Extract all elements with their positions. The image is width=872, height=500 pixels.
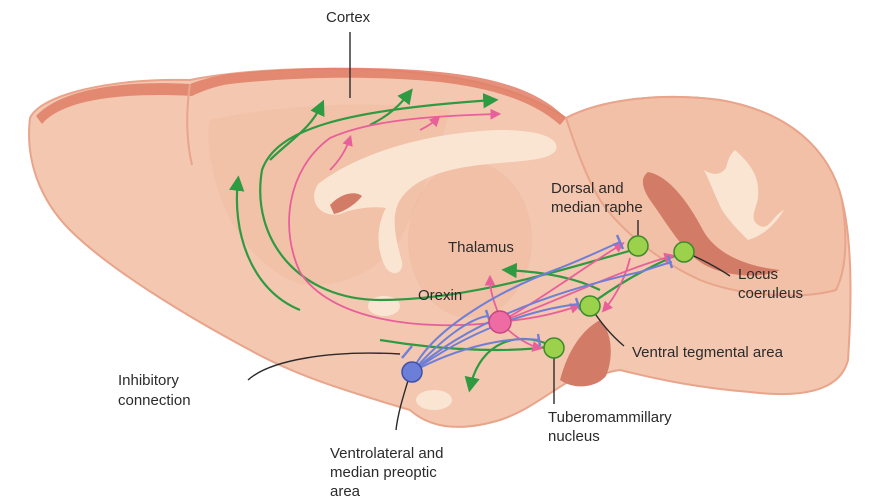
orexin-node — [489, 311, 511, 333]
label-dorsal-raphe-line1: Dorsal and — [551, 180, 624, 197]
label-inhibitory: Inhibitory connection — [118, 372, 191, 409]
label-dorsal-raphe-line2: median raphe — [551, 199, 643, 216]
label-tmn-line2: nucleus — [548, 428, 600, 445]
vlpo-node — [402, 362, 422, 382]
label-vlpo-line3: area — [330, 483, 361, 500]
label-locus-coeruleus-line1: Locus — [738, 266, 778, 283]
label-inhibitory-line1: Inhibitory — [118, 372, 179, 389]
label-orexin: Orexin — [418, 287, 462, 304]
label-tmn-line1: Tuberomammillary — [548, 409, 672, 426]
label-locus-coeruleus-line2: coeruleus — [738, 285, 803, 302]
locus-coeruleus-node — [674, 242, 694, 262]
label-vlpo: Ventrolateral and median preoptic area — [330, 445, 448, 500]
vta-node — [580, 296, 600, 316]
label-tmn: Tuberomammillary nucleus — [548, 409, 676, 445]
label-inhibitory-line2: connection — [118, 392, 191, 409]
label-vlpo-line2: median preoptic — [330, 464, 437, 481]
label-cortex: Cortex — [326, 9, 371, 26]
tmn-node — [544, 338, 564, 358]
label-vlpo-line1: Ventrolateral and — [330, 445, 443, 462]
label-thalamus: Thalamus — [448, 239, 514, 256]
dorsal-raphe-node — [628, 236, 648, 256]
label-vta: Ventral tegmental area — [632, 344, 784, 361]
